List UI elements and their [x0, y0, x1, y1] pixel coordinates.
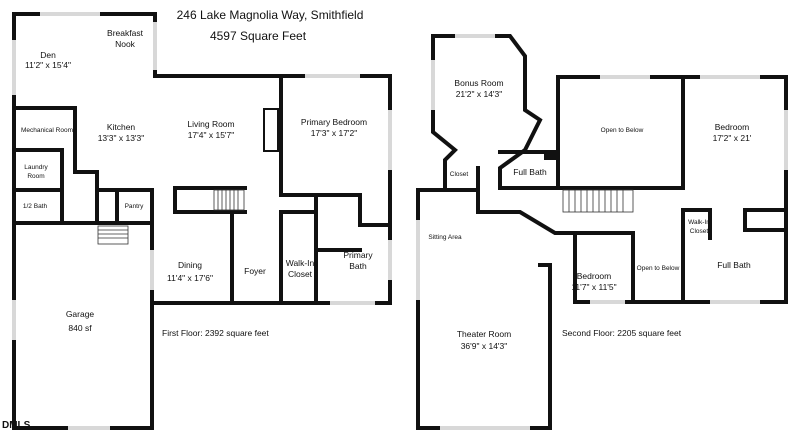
room-closet: Closet	[450, 171, 469, 178]
plan-total-area: 4597 Square Feet	[210, 29, 307, 43]
room-walkin-closet: Walk-In Closet	[286, 258, 315, 279]
watermark-logo: DMLS	[2, 420, 31, 431]
room-garage: Garage 840 sf	[66, 309, 95, 333]
room-name: Living Room	[187, 119, 234, 129]
room-full-bath-1: Full Bath	[513, 167, 547, 177]
room-dining: Dining 11'4" x 17'6"	[167, 260, 213, 283]
room-name: Full Bath	[717, 260, 751, 270]
room-name: Mechanical Room	[21, 127, 73, 134]
plan-address: 246 Lake Magnolia Way, Smithfield	[177, 8, 364, 22]
room-dim: 36'9" x 14'3"	[461, 341, 508, 351]
second-floor-windows	[416, 34, 788, 430]
room-name: Walk-In	[688, 219, 710, 226]
room-open-to-below-2: Open to Below	[637, 265, 680, 272]
room-sitting-area: Sitting Area	[428, 234, 462, 241]
room-name: Dining	[178, 260, 202, 270]
room-full-bath-2: Full Bath	[717, 260, 751, 270]
room-name: Bedroom	[715, 122, 750, 132]
room-name: Bonus Room	[454, 78, 503, 88]
room-primary-bath: Primary Bath	[343, 250, 373, 271]
second-floor-stairs	[562, 189, 634, 213]
room-name: Den	[40, 50, 56, 60]
room-dim: 11'7" x 11'5"	[571, 282, 616, 292]
room-mechanical: Mechanical Room	[21, 127, 73, 134]
room-foyer: Foyer	[244, 266, 266, 276]
room-kitchen: Kitchen 13'3" x 13'3"	[98, 122, 145, 143]
room-name: Sitting Area	[428, 234, 462, 241]
second-floor-caption: Second Floor: 2205 square feet	[562, 328, 682, 338]
room-dim: 840 sf	[68, 323, 92, 333]
room-name: Primary	[343, 250, 373, 260]
room-breakfast-nook: Breakfast Nook	[107, 28, 144, 49]
first-floor-windows	[12, 12, 392, 430]
room-name: Closet	[690, 228, 709, 235]
room-name: 1/2 Bath	[23, 203, 48, 210]
room-living: Living Room 17'4" x 15'7"	[187, 119, 234, 140]
room-name: Primary Bedroom	[301, 117, 367, 127]
room-dim: 21'2" x 14'3"	[456, 89, 503, 99]
room-dim: 17'2" x 21'	[713, 133, 752, 143]
room-name: Closet	[450, 171, 469, 178]
room-name: Nook	[115, 39, 136, 49]
room-primary-bedroom: Primary Bedroom 17'3" x 17'2"	[301, 117, 367, 138]
first-floor-stairs	[97, 189, 245, 245]
room-name: Kitchen	[107, 122, 136, 132]
room-bedroom-1: Bedroom 17'2" x 21'	[713, 122, 752, 143]
room-bonus: Bonus Room 21'2" x 14'3"	[454, 78, 503, 99]
room-dim: 17'4" x 15'7"	[188, 130, 235, 140]
room-dim: 11'2" x 15'4"	[25, 60, 71, 70]
room-name: Laundry	[24, 164, 48, 171]
room-den: Den 11'2" x 15'4"	[25, 50, 71, 70]
room-name: Room	[27, 173, 44, 180]
room-pantry: Pantry	[125, 203, 145, 210]
room-name: Open to Below	[601, 127, 644, 134]
room-walkin-closet-2: Walk-In Closet	[688, 219, 710, 235]
room-half-bath: 1/2 Bath	[23, 203, 48, 210]
room-name: Garage	[66, 309, 95, 319]
room-dim: 11'4" x 17'6"	[167, 273, 213, 283]
room-name: Full Bath	[513, 167, 547, 177]
room-laundry: Laundry Room	[24, 164, 48, 180]
room-name: Pantry	[125, 203, 145, 210]
room-name: Breakfast	[107, 28, 144, 38]
room-dim: 13'3" x 13'3"	[98, 133, 145, 143]
room-name: Open to Below	[637, 265, 680, 272]
room-name: Bath	[349, 261, 367, 271]
room-name: Walk-In	[286, 258, 315, 268]
room-open-to-below-1: Open to Below	[601, 127, 644, 134]
room-name: Foyer	[244, 266, 266, 276]
room-dim: 17'3" x 17'2"	[311, 128, 358, 138]
room-name: Theater Room	[457, 329, 511, 339]
room-name: Bedroom	[577, 271, 612, 281]
first-floor-caption: First Floor: 2392 square feet	[162, 328, 269, 338]
room-theater: Theater Room 36'9" x 14'3"	[457, 329, 511, 351]
room-name: Closet	[288, 269, 313, 279]
room-bedroom-2: Bedroom 11'7" x 11'5"	[571, 271, 616, 292]
